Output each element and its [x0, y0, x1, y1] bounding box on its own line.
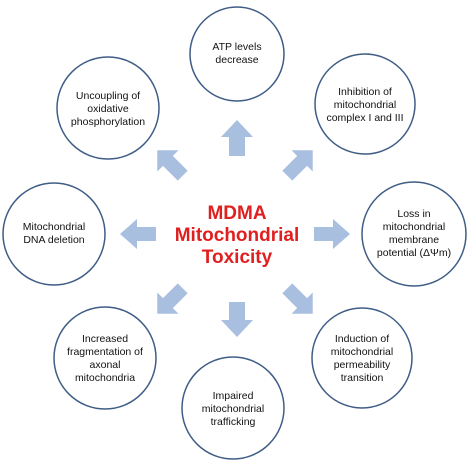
node-fragmentation-line4: mitochondria [75, 372, 135, 384]
arrow-right [314, 219, 350, 249]
node-dna-line2: DNA deletion [23, 234, 84, 246]
node-inhibition-label: Inhibition of mitochondrial complex I an… [326, 86, 403, 124]
arrow-left [120, 219, 156, 249]
node-membrane-line1: Loss in [397, 208, 430, 220]
node-permeability-line4: transition [341, 372, 384, 384]
arrow-up [221, 120, 253, 156]
node-uncoupling-label: Uncoupling of oxidative phosphorylation [71, 90, 145, 128]
center-title-line1: MDMA [207, 203, 266, 224]
node-uncoupling-line1: Uncoupling of [76, 90, 140, 102]
node-inhibition-line2: mitochondrial [334, 99, 396, 111]
node-inhibition-line3: complex I and III [326, 112, 403, 124]
arrow-up-left [157, 150, 188, 181]
node-fragmentation-line1: Increased [82, 333, 128, 345]
node-fragmentation-circle [53, 306, 157, 410]
node-uncoupling-line2: oxidative [87, 103, 129, 115]
node-inhibition-circle [314, 53, 416, 155]
node-membrane-line3: membrane [389, 234, 439, 246]
node-inhibition-line1: Inhibition of [338, 86, 392, 98]
node-atp-circle [189, 6, 285, 102]
arrow-down-right [282, 283, 313, 314]
center-title-line3: Toxicity [202, 247, 273, 268]
node-atp-line1: ATP levels [212, 41, 261, 53]
node-membrane-line4: potential (ΔΨm) [377, 247, 451, 259]
arrows [120, 120, 350, 337]
node-permeability-label: Induction of mitochondrial permeability … [331, 333, 393, 384]
node-uncoupling-line3: phosphorylation [71, 116, 145, 128]
node-membrane-line2: mitochondrial [383, 221, 445, 233]
node-dna-label: Mitochondrial DNA deletion [23, 221, 85, 246]
node-permeability-line1: Induction of [335, 333, 389, 345]
node-fragmentation-line3: axonal [90, 359, 121, 371]
node-dna-line1: Mitochondrial [23, 221, 85, 233]
center-title: MDMA Mitochondrial Toxicity [175, 203, 300, 268]
node-trafficking-label: Impaired mitochondrial trafficking [202, 390, 264, 428]
node-atp-label: ATP levels decrease [212, 41, 261, 66]
node-trafficking-line2: mitochondrial [202, 403, 264, 415]
node-permeability-line2: mitochondrial [331, 346, 393, 358]
node-fragmentation-line2: fragmentation of [67, 346, 143, 358]
node-circles [2, 6, 467, 460]
node-trafficking-line1: Impaired [213, 390, 254, 402]
arrow-down-left [157, 283, 188, 314]
node-membrane-circle [361, 181, 467, 287]
node-uncoupling-circle [56, 56, 160, 160]
node-trafficking-line3: trafficking [211, 416, 256, 428]
node-trafficking-circle [181, 356, 285, 460]
arrow-down [221, 302, 253, 337]
arrow-up-right [282, 150, 313, 181]
center-title-line2: Mitochondrial [175, 225, 300, 246]
node-dna-circle [2, 182, 106, 286]
node-fragmentation-label: Increased fragmentation of axonal mitoch… [67, 333, 143, 384]
node-permeability-circle [311, 307, 413, 409]
node-permeability-line3: permeability [334, 359, 391, 371]
node-atp-line2: decrease [215, 54, 258, 66]
node-membrane-label: Loss in mitochondrial membrane potential… [377, 208, 451, 259]
